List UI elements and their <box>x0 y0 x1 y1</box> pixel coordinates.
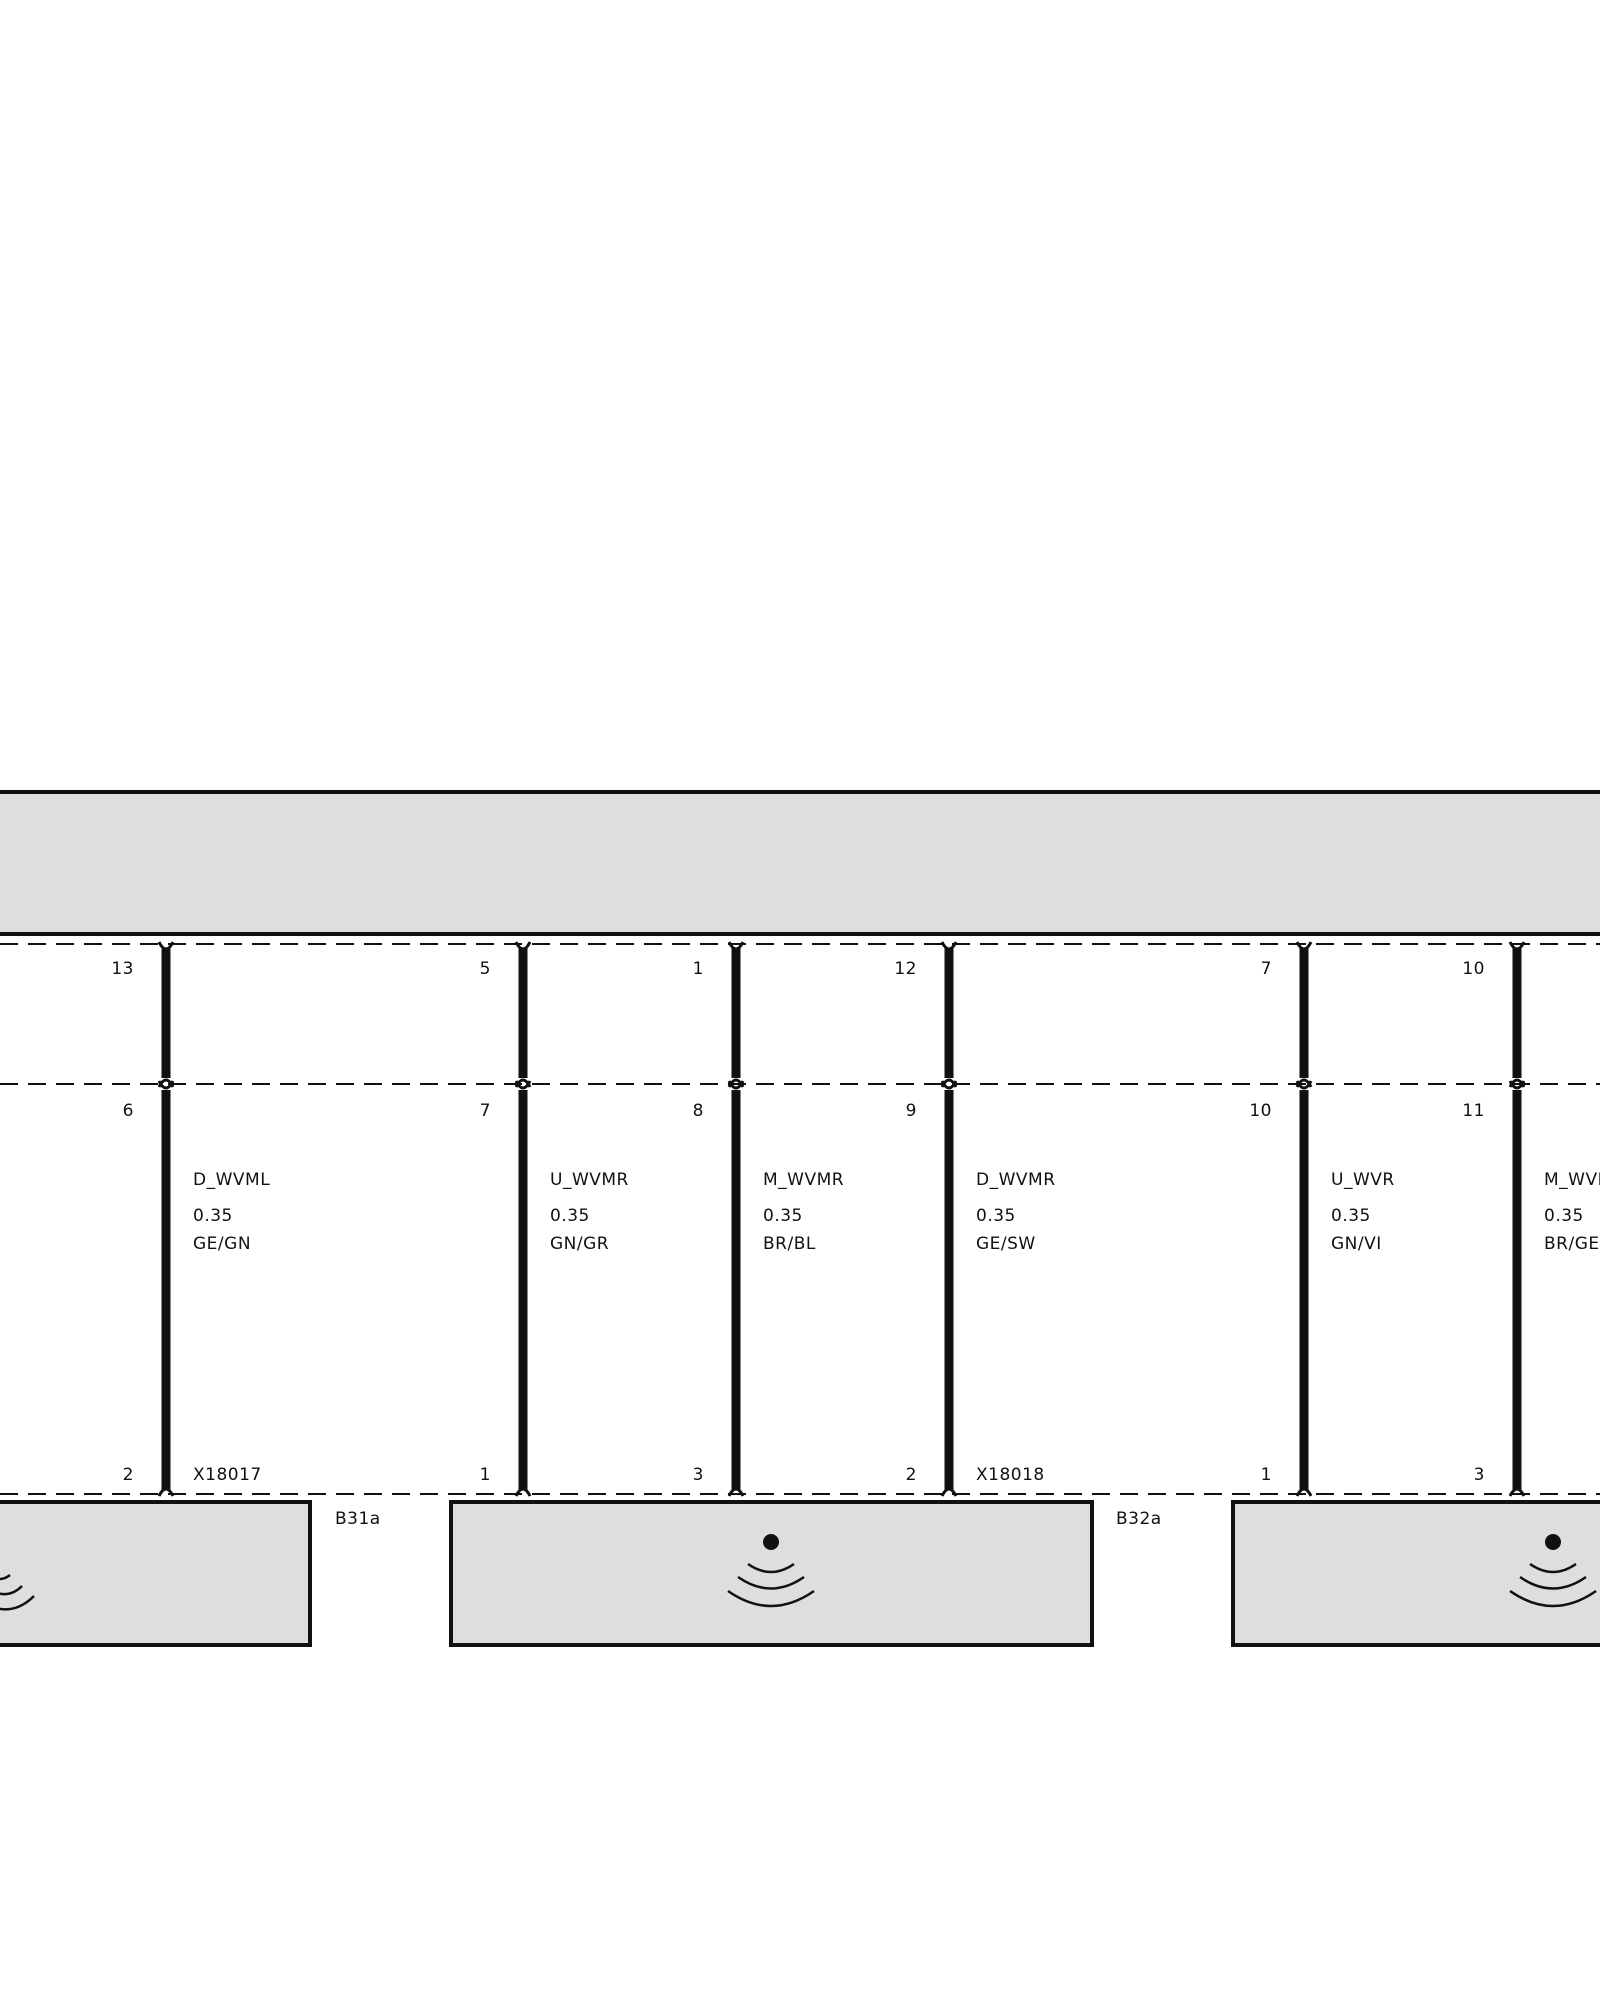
pin-contact-mark <box>1508 1078 1526 1088</box>
control-unit-box <box>0 790 1600 936</box>
connector-dash-lines <box>0 943 1600 1495</box>
pin-number-bottom: 2 <box>123 1465 134 1485</box>
wire-color-code: GE/GN <box>193 1234 251 1254</box>
wire-cross-section: 0.35 <box>1544 1206 1584 1226</box>
wire-signal-name: U_WVMR <box>550 1170 629 1190</box>
pin-number-top: 7 <box>1261 959 1272 979</box>
sensor-box-b31a: B31a <box>0 1500 381 1647</box>
component-box <box>1231 1500 1600 1647</box>
pin-number-mid: 10 <box>1249 1101 1272 1121</box>
ultrasonic-sensor-icon <box>727 1534 815 1608</box>
pin-contact-mark <box>1508 1487 1526 1497</box>
pin-number-mid: 7 <box>480 1101 491 1121</box>
pin-contact-mark <box>1508 941 1526 951</box>
pin-contact-mark <box>940 941 958 951</box>
pin-number-top: 5 <box>480 959 491 979</box>
pin-number-top: 12 <box>894 959 917 979</box>
wire-signal-name: M_WVR <box>1544 1170 1600 1190</box>
pin-contact-mark <box>940 1487 958 1497</box>
pin-number-mid: 6 <box>123 1101 134 1121</box>
wire-cross-section: 0.35 <box>1331 1206 1371 1226</box>
pin-number-bottom: 1 <box>1261 1465 1272 1485</box>
wire-color-code: GN/GR <box>550 1234 609 1254</box>
pin-contact-mark <box>727 941 745 951</box>
ultrasonic-sensor-icon <box>1509 1534 1597 1608</box>
pin-number-bottom: 3 <box>693 1465 704 1485</box>
wire-signal-name: M_WVMR <box>763 1170 844 1190</box>
component-label: B32a <box>1116 1509 1162 1529</box>
pin-contact-mark <box>1295 941 1313 951</box>
ultrasonic-sensor-icon <box>0 1573 35 1611</box>
pin-contact-mark <box>727 1078 745 1088</box>
pin-contact-mark <box>1295 1487 1313 1497</box>
pin-contact-mark <box>1295 1078 1313 1088</box>
component-box <box>0 1500 312 1647</box>
pin-number-top: 1 <box>693 959 704 979</box>
pin-number-mid: 11 <box>1462 1101 1485 1121</box>
wire-cross-section: 0.35 <box>550 1206 590 1226</box>
wire-signal-name: U_WVR <box>1331 1170 1395 1190</box>
pin-number-mid: 9 <box>906 1101 917 1121</box>
pin-contact-mark <box>157 941 175 951</box>
sensor-box-b32a: B32a <box>449 1500 1162 1647</box>
wire-signal-name: D_WVML <box>193 1170 270 1190</box>
pin-number-bottom: 1 <box>480 1465 491 1485</box>
pin-number-top: 10 <box>1462 959 1485 979</box>
wire-color-code: BR/BL <box>763 1234 816 1254</box>
pin-contact-mark <box>940 1078 958 1088</box>
pin-number-mid: 8 <box>693 1101 704 1121</box>
wire-cross-section: 0.35 <box>193 1206 233 1226</box>
pin-number-top: 13 <box>111 959 134 979</box>
pin-contact-mark <box>727 1487 745 1497</box>
pin-number-bottom: 3 <box>1474 1465 1485 1485</box>
pin-contact-mark <box>514 1078 532 1088</box>
pin-contact-mark <box>514 1487 532 1497</box>
sensor-box-right <box>1231 1500 1600 1647</box>
pin-number-bottom: 2 <box>906 1465 917 1485</box>
pin-contact-mark <box>157 1078 175 1088</box>
pin-contact-mark <box>157 1487 175 1497</box>
wires-group: _WVML.35/SW1362D_WVML0.35GE/GNX18017571U… <box>111 941 1600 1497</box>
component-box <box>449 1500 1094 1647</box>
connector-id: X18018 <box>976 1465 1045 1485</box>
component-label: B31a <box>335 1509 381 1529</box>
wire-color-code: GE/SW <box>976 1234 1036 1254</box>
wire-color-code: GN/VI <box>1331 1234 1382 1254</box>
connector-id: X18017 <box>193 1465 262 1485</box>
wire-cross-section: 0.35 <box>976 1206 1016 1226</box>
pin-contact-mark <box>514 941 532 951</box>
wire-cross-section: 0.35 <box>763 1206 803 1226</box>
wire-signal-name: D_WVMR <box>976 1170 1056 1190</box>
wire-color-code: BR/GE <box>1544 1234 1600 1254</box>
